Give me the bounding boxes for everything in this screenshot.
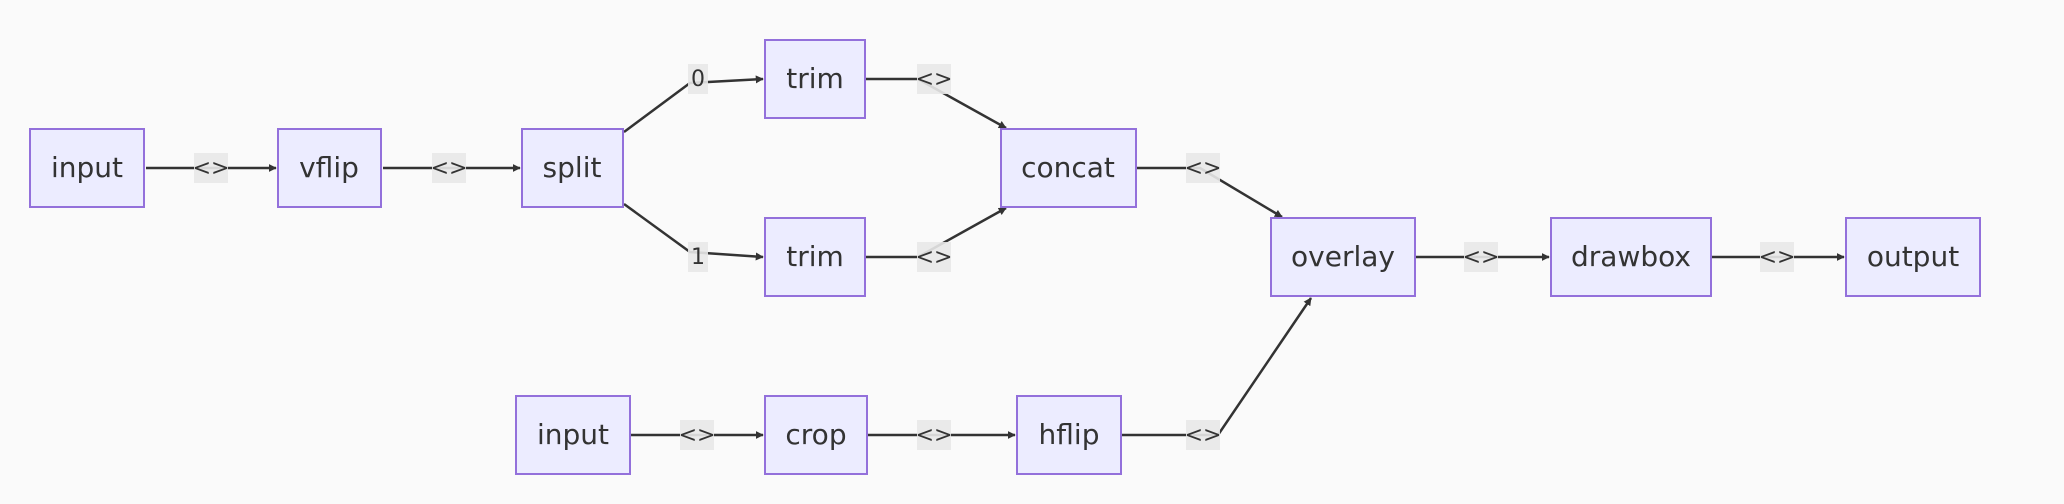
edge-overlay-drawbox: <> <box>1415 242 1550 272</box>
edge-label-one: 1 <box>691 245 705 270</box>
node-label: input <box>537 418 609 451</box>
edge-label: <> <box>916 67 953 92</box>
node-label: split <box>543 151 602 184</box>
edge-split-trim-bottom: 1 <box>623 202 764 272</box>
nodes: input vflip split trim trim concat overl… <box>29 39 1981 475</box>
edges: <> <> 0 1 <> <> <box>146 64 1845 450</box>
edge-label: <> <box>916 423 953 448</box>
edge-label: <> <box>1759 245 1796 270</box>
node-label: drawbox <box>1571 240 1691 273</box>
edge-split-trim-top: 0 <box>623 64 764 134</box>
edge-trim-concat-top: <> <box>866 64 1007 130</box>
edge-vflip-split: <> <box>383 153 521 183</box>
edge-label-zero: 0 <box>691 67 705 92</box>
edge-label: <> <box>1185 156 1222 181</box>
edge-label: <> <box>431 156 468 181</box>
node-label: output <box>1867 240 1959 273</box>
edge-hflip-overlay: <> <box>1122 297 1313 450</box>
edge-label: <> <box>1185 423 1222 448</box>
node-label: concat <box>1021 151 1115 184</box>
edge-drawbox-output: <> <box>1711 242 1845 272</box>
node-label: hflip <box>1039 418 1100 451</box>
node-split[interactable]: split <box>521 128 624 208</box>
node-label: overlay <box>1291 240 1395 273</box>
node-drawbox[interactable]: drawbox <box>1550 217 1712 297</box>
edge-label: <> <box>1463 245 1500 270</box>
node-concat[interactable]: concat <box>1000 128 1137 208</box>
edge-crop-hflip: <> <box>868 420 1016 450</box>
edge-label: <> <box>916 245 953 270</box>
node-input-secondary[interactable]: input <box>515 395 631 475</box>
node-label: trim <box>786 62 844 95</box>
node-trim-bottom[interactable]: trim <box>764 217 866 297</box>
node-label: trim <box>786 240 844 273</box>
edge-label: <> <box>193 156 230 181</box>
node-label: input <box>51 151 123 184</box>
node-label: vflip <box>299 151 359 184</box>
node-overlay[interactable]: overlay <box>1270 217 1416 297</box>
node-output[interactable]: output <box>1845 217 1981 297</box>
node-label: crop <box>785 418 846 451</box>
node-vflip[interactable]: vflip <box>277 128 382 208</box>
node-input-main[interactable]: input <box>29 128 145 208</box>
node-trim-top[interactable]: trim <box>764 39 866 119</box>
edge-input-crop: <> <box>631 420 764 450</box>
node-crop[interactable]: crop <box>764 395 868 475</box>
edge-label: <> <box>679 423 716 448</box>
edge-concat-overlay: <> <box>1136 153 1283 219</box>
edge-trim-concat-bottom: <> <box>866 206 1007 272</box>
edge-input-vflip: <> <box>146 153 277 183</box>
node-hflip[interactable]: hflip <box>1016 395 1122 475</box>
